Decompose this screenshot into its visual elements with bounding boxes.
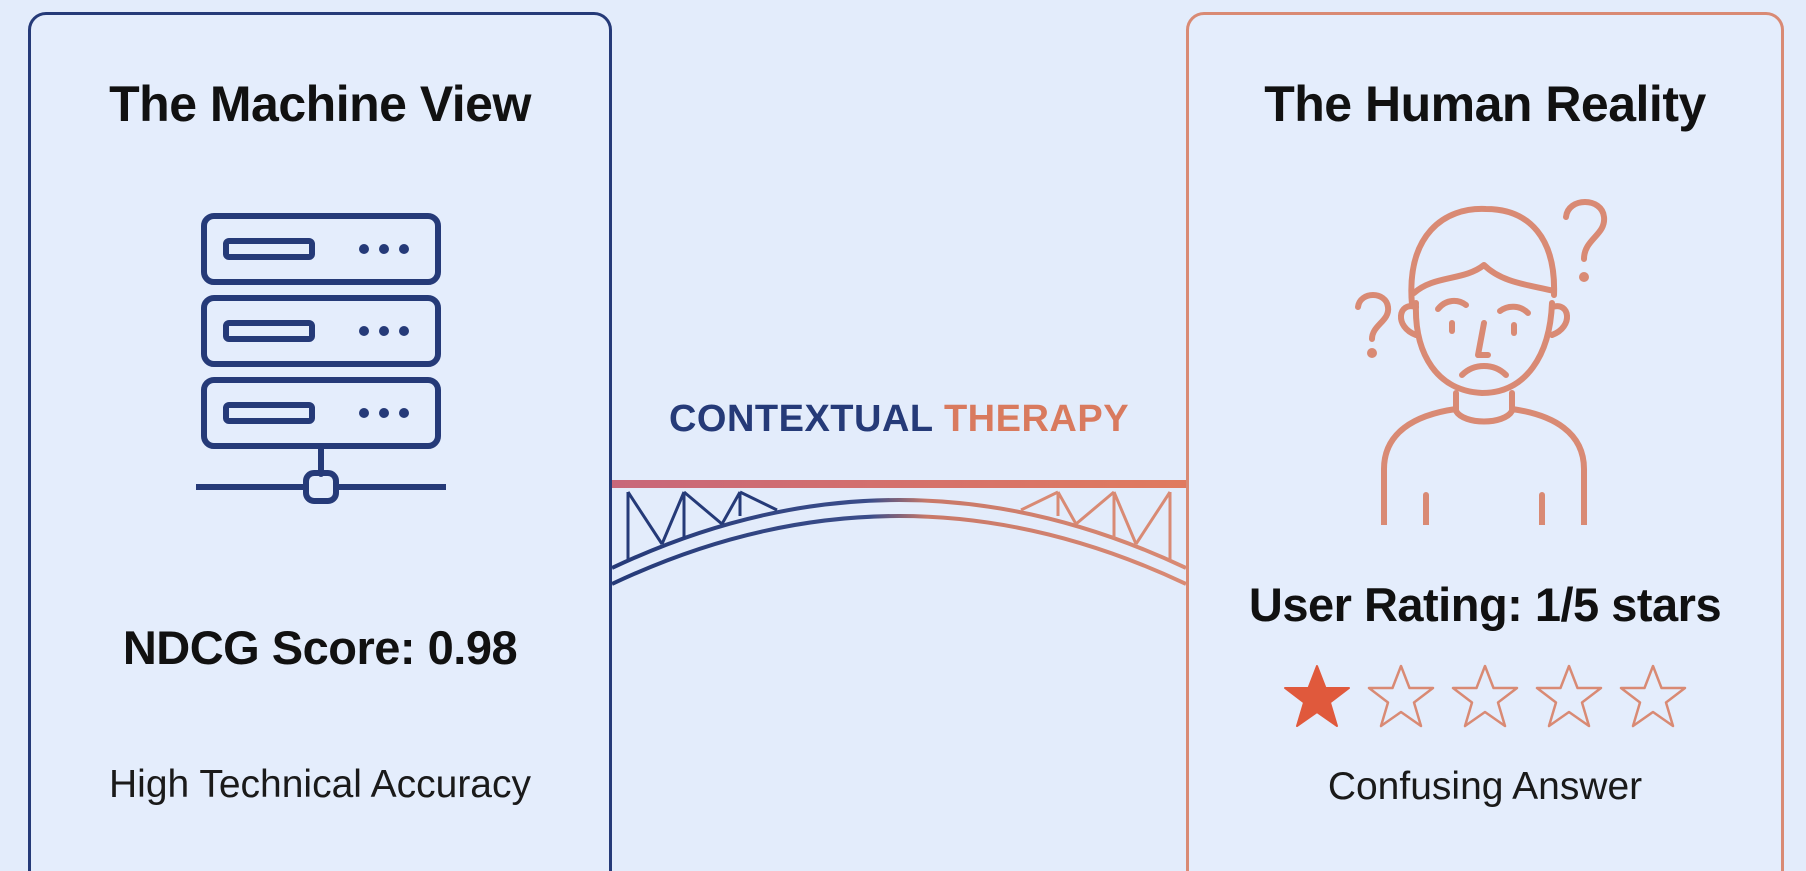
human-reality-caption: Confusing Answer — [1327, 765, 1643, 808]
bridge-label-contextual: CONTEXTUAL — [668, 398, 933, 440]
user-rating-text: User Rating: 1/5 stars — [1248, 578, 1722, 631]
star-rating — [1189, 663, 1781, 733]
human-reality-title: The Human Reality — [1264, 76, 1706, 132]
human-reality-panel: The Human Reality — [1186, 12, 1784, 871]
bridge-label-therapy: THERAPY — [943, 398, 1130, 440]
star-empty-icon — [1619, 664, 1687, 728]
machine-view-caption: High Technical Accuracy — [109, 763, 531, 806]
machine-view-title: The Machine View — [109, 76, 531, 132]
machine-view-panel: The Machine View NDCG Score: 0.98 H — [28, 12, 612, 871]
confused-person-icon — [1355, 199, 1608, 525]
star-empty-icon — [1367, 664, 1435, 728]
ndcg-score-text: NDCG Score: 0.98 — [122, 621, 518, 674]
star-filled-icon — [1284, 665, 1350, 727]
bridge-label: CONTEXTUAL THERAPY — [612, 398, 1186, 441]
star-empty-icon — [1535, 664, 1603, 728]
star-empty-icon — [1451, 664, 1519, 728]
server-rack-icon — [196, 213, 446, 504]
bridge-icon — [612, 460, 1186, 586]
